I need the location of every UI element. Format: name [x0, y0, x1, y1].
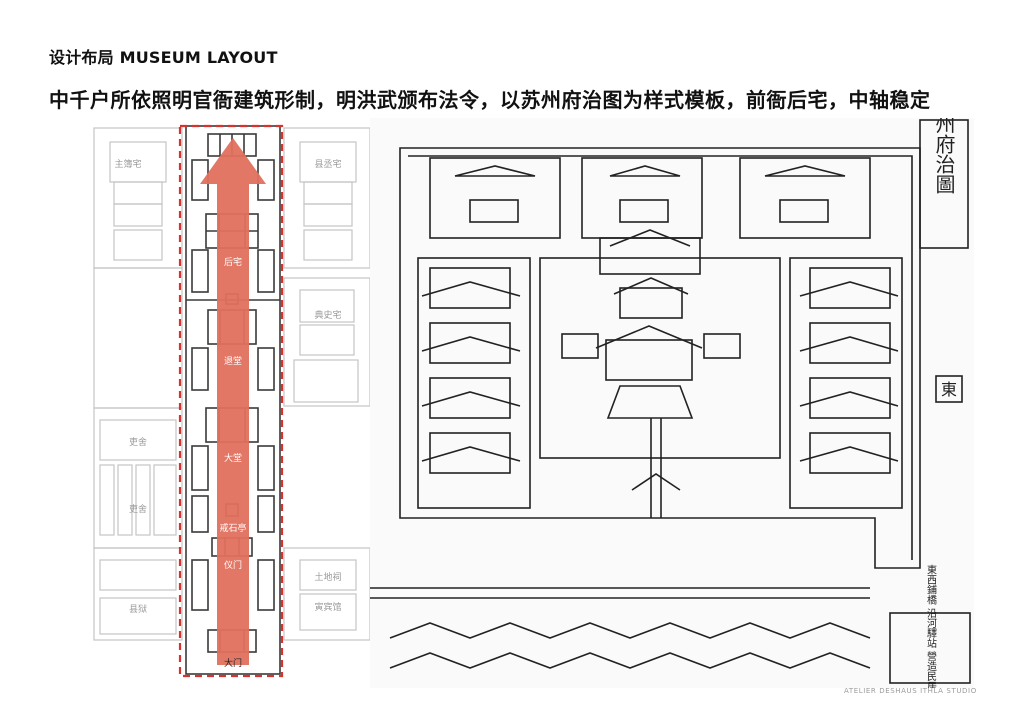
axis-label-jieshiting: 戒石亭 — [219, 522, 246, 534]
label-lishe-lower: 吏舍 — [129, 503, 147, 515]
map-title: 蘇州府治圖 — [932, 118, 956, 194]
label-dianshizhai: 典史宅 — [314, 309, 341, 321]
section-heading: 设计布局 MUSEUM LAYOUT — [49, 48, 278, 67]
label-xianyu: 县狱 — [129, 604, 147, 615]
label-yinbinguan: 寅宾馆 — [314, 601, 341, 613]
label-zhubuzhai: 主簿宅 — [114, 158, 141, 170]
axis-label-damen: 大门 — [224, 657, 242, 669]
label-lishe-upper: 吏舍 — [129, 436, 147, 448]
floor-plan: 主簿宅 吏舍 吏舍 县狱 县丞宅 典史宅 土地祠 寅宾馆 — [93, 124, 371, 678]
axis-label-datang: 大堂 — [224, 452, 242, 464]
axis-label-houzhai: 后宅 — [224, 256, 242, 268]
right-wing — [283, 127, 371, 641]
suzhou-map: 蘇州府治圖 東 東西鋪橋 沿河驛站 營造民居 — [370, 118, 974, 688]
label-xianchengzhai: 县丞宅 — [314, 158, 341, 170]
axis-arrow — [200, 138, 266, 665]
section-subtitle: 中千户所依照明官衙建筑形制，明洪武颁布法令，以苏州府治图为样式模板，前衙后宅，中… — [49, 88, 931, 112]
axis-dashed-boundary — [178, 124, 284, 678]
map-east-label: 東 — [941, 380, 957, 399]
studio-credit: ATELIER DESHAUS ITHLA STUDIO — [844, 687, 977, 695]
axis-label-tuitang: 退堂 — [224, 355, 242, 367]
axis-label-yimen: 仪门 — [224, 559, 242, 571]
label-tudici: 土地祠 — [314, 571, 341, 583]
left-wing — [93, 127, 183, 641]
map-corner-notes: 東西鋪橋 沿河驛站 營造民居 — [925, 564, 937, 688]
